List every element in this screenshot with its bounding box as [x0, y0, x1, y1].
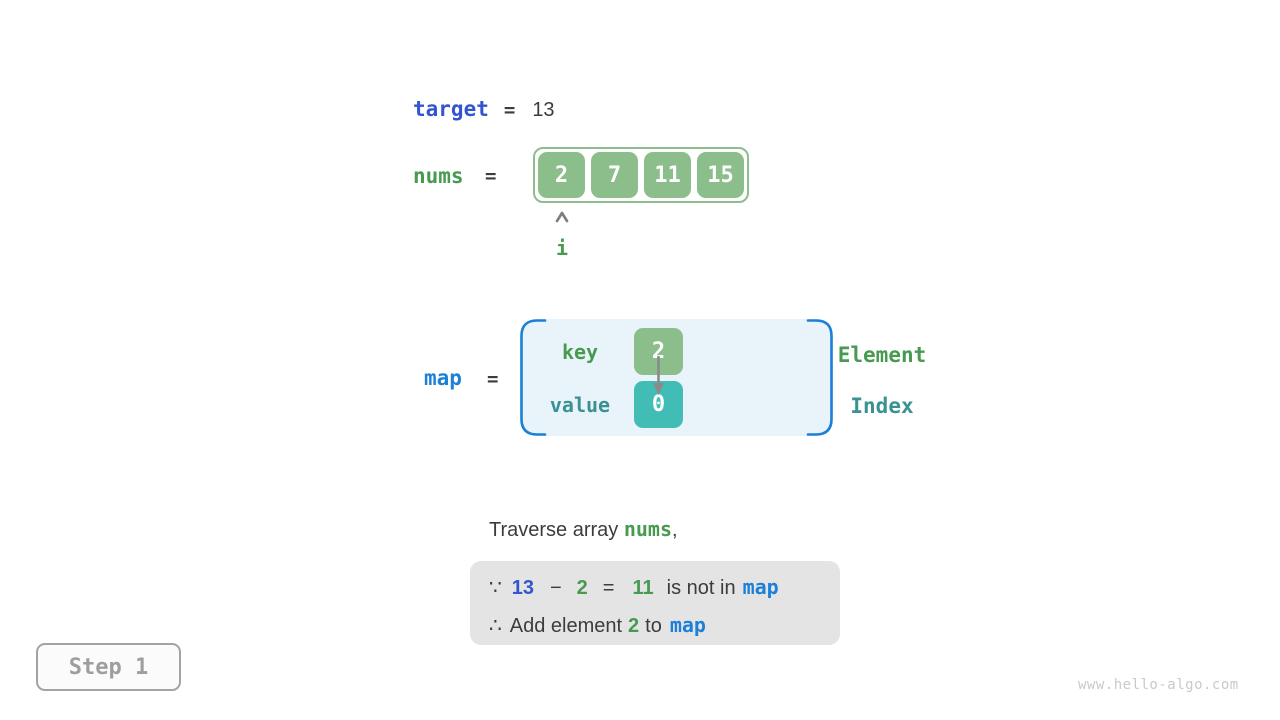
note-map-code: map	[742, 575, 779, 599]
nums-equals-sign: =	[485, 165, 497, 187]
therefore-symbol: ∴	[489, 615, 502, 637]
step-badge[interactable]: Step 1	[36, 643, 181, 691]
note-line-1: ∵ 13−2 = 11 is not in map	[489, 569, 840, 607]
target-line: target = 13	[413, 97, 555, 122]
pointer-i-label: i	[555, 236, 569, 260]
map-equals-sign: =	[487, 368, 499, 390]
index-side-label: Index	[850, 394, 914, 418]
element-side-label: Element	[837, 343, 927, 367]
step-badge-label: Step 1	[68, 654, 149, 680]
nums-variable-label: nums	[413, 164, 464, 188]
watermark: www.hello-algo.com	[1078, 677, 1239, 693]
target-value: 13	[532, 99, 555, 121]
note-element-value: 2	[576, 577, 588, 599]
because-symbol: ∵	[489, 577, 502, 599]
note-difference-value: 11	[632, 577, 654, 599]
caption-suffix: ,	[672, 519, 678, 541]
pointer-caret-icon	[555, 211, 569, 223]
map-variable-label: map	[424, 366, 462, 390]
caption-nums-code: nums	[623, 517, 673, 541]
target-equals-sign: =	[503, 99, 516, 121]
note-line2-to-text: to	[645, 615, 662, 637]
minus-sign: −	[549, 577, 562, 599]
note-line1-text: is not in	[666, 577, 736, 599]
note-line2-text: Add element	[509, 615, 623, 637]
map-container: key value 2 0	[520, 319, 833, 436]
nums-array-cell: 11	[644, 152, 691, 198]
equals-sign: =	[602, 577, 615, 599]
key-to-value-arrow-icon	[653, 356, 664, 395]
note-added-element-value: 2	[628, 615, 640, 637]
caption-prefix: Traverse array	[489, 519, 624, 541]
note-map-code-2: map	[669, 613, 706, 637]
nums-array-cell: 15	[697, 152, 744, 198]
caption-line: Traverse array nums,	[489, 517, 678, 542]
map-value-label: value	[549, 393, 611, 417]
map-key-label: key	[561, 340, 599, 364]
nums-array-cell: 7	[591, 152, 638, 198]
map-bracket-borders	[520, 319, 833, 436]
nums-array-cell: 2	[538, 152, 585, 198]
nums-array: 2 7 11 15	[533, 147, 749, 203]
target-variable-label: target	[413, 97, 489, 121]
note-target-value: 13	[511, 577, 534, 599]
